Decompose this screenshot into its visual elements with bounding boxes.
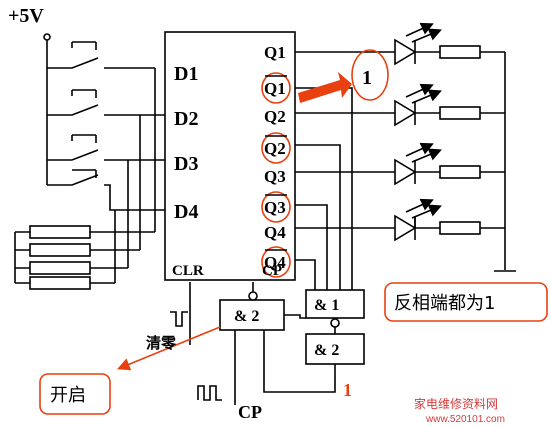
d4-label: D4 — [174, 201, 198, 223]
cp-label: CP — [262, 263, 282, 279]
q2-label: Q2 — [264, 107, 286, 126]
output-arrow — [298, 72, 352, 103]
q4n-label: Q4 — [264, 253, 286, 272]
d2-label: D2 — [174, 108, 198, 130]
open-box — [39, 373, 111, 415]
d1-label: D1 — [174, 63, 198, 85]
highlight-group — [117, 49, 389, 371]
q4-label: Q4 — [264, 223, 286, 242]
and2a-label: & 2 — [234, 308, 259, 325]
watermark-url: www.520101.com — [425, 414, 505, 425]
inverted-box — [384, 282, 548, 322]
inverted-label: 反相端都为1 — [394, 293, 495, 314]
clr-label: CLR — [172, 263, 204, 279]
overbar-group — [265, 75, 287, 251]
q3-label: Q3 — [264, 167, 286, 186]
q3n-label: Q3 — [264, 198, 286, 217]
supply-label: +5V — [8, 5, 44, 27]
d3-label: D3 — [174, 153, 198, 175]
cp-bottom-label: CP — [238, 402, 262, 422]
q2n-label: Q2 — [264, 139, 286, 158]
watermark-text: 家电维修资料网 — [414, 396, 498, 411]
and2b-label: & 2 — [314, 342, 339, 359]
one-red-label: 1 — [343, 380, 352, 400]
open-label: 开启 — [50, 385, 86, 406]
one-label: 1 — [362, 67, 372, 89]
clear-label: 清零 — [146, 334, 177, 352]
wiring — [14, 22, 516, 405]
q1-label: Q1 — [264, 43, 286, 62]
and1-label: & 1 — [314, 297, 339, 314]
q1n-label: Q1 — [264, 79, 286, 98]
